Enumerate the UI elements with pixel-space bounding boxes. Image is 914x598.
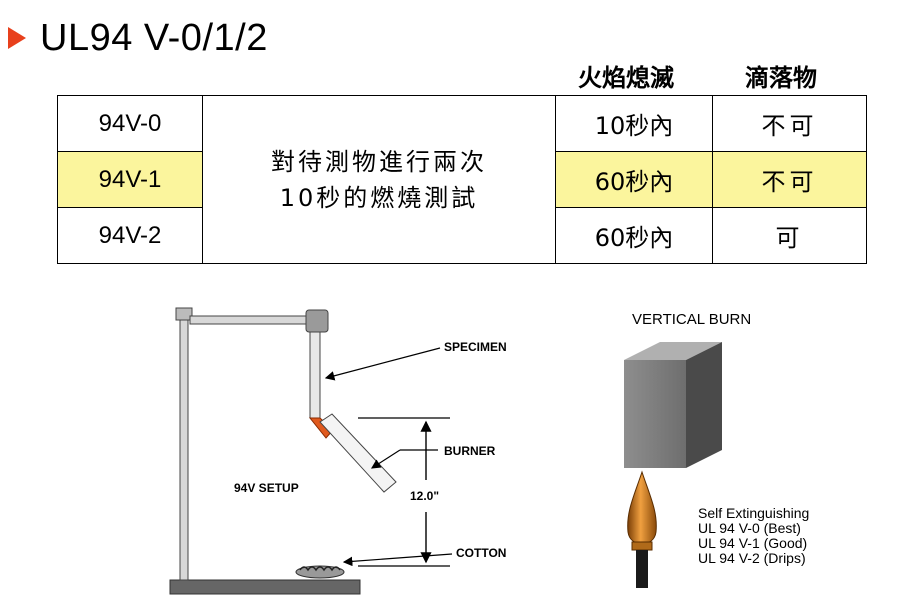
table-row: 94V-0 對待測物進行兩次 10秒的燃燒測試 10秒內 不可 xyxy=(57,95,867,264)
label-burner: BURNER xyxy=(444,444,496,458)
specimen-pointer xyxy=(324,347,441,381)
base-plate xyxy=(169,579,361,595)
specimen-clamp xyxy=(305,309,329,333)
triangle-bullet-icon xyxy=(8,27,26,49)
table-row: 94V-2 60秒內 可 xyxy=(57,207,867,264)
grade-cell: 94V-1 xyxy=(57,151,203,208)
test-desc-line2: 10秒的燃燒測試 xyxy=(279,183,479,212)
burner-tube xyxy=(319,413,397,493)
legend-line: UL 94 V-1 (Good) xyxy=(698,535,807,551)
label-cotton: COTTON xyxy=(456,546,506,560)
flame-out-time-cell: 10秒內 xyxy=(555,95,713,152)
test-description-cell: 對待測物進行兩次 10秒的燃燒測試 xyxy=(202,95,556,264)
slide-title: UL94 V-0/1/2 xyxy=(40,16,268,59)
dripping-cell: 不可 xyxy=(712,151,867,208)
pole-clamp xyxy=(175,307,193,321)
flame-out-time-cell: 60秒內 xyxy=(555,207,713,264)
burn-title: VERTICAL BURN xyxy=(632,311,751,328)
header-dripping: 滴落物 xyxy=(745,64,817,92)
specimen-strip xyxy=(309,331,321,419)
dripping-cell: 不可 xyxy=(712,95,867,152)
burner-pointer xyxy=(370,449,401,469)
stand-pole xyxy=(179,313,189,581)
stand-arm xyxy=(189,315,315,325)
table-row: 94V-1 60秒內 不可 xyxy=(57,151,867,208)
legend-line: UL 94 V-2 (Drips) xyxy=(698,550,806,566)
rating-table: 94V-0 對待測物進行兩次 10秒的燃燒測試 10秒內 不可 94V-1 60… xyxy=(57,95,867,264)
cotton-pad xyxy=(295,565,345,579)
flame-out-time-cell: 60秒內 xyxy=(555,151,713,208)
label-distance: 12.0" xyxy=(410,489,439,503)
label-specimen: SPECIMEN xyxy=(444,340,507,354)
header-flame-out: 火焰熄滅 xyxy=(578,64,674,92)
cotton-pointer xyxy=(342,553,453,567)
legend-line: Self Extinguishing xyxy=(698,505,809,521)
specimen-block xyxy=(624,342,722,468)
burner-flame-icon xyxy=(627,470,657,588)
burn-legend: Self Extinguishing UL 94 V-0 (Best) UL 9… xyxy=(698,505,813,566)
slide-title-row: UL94 V-0/1/2 xyxy=(8,14,268,62)
test-desc-line1: 對待測物進行兩次 xyxy=(271,147,487,176)
grade-cell: 94V-2 xyxy=(57,207,203,264)
dripping-cell: 可 xyxy=(712,207,867,264)
setup-diagram: SPECIMEN BURNER 94V SETUP 12.0" COTTON xyxy=(169,307,507,595)
vertical-burn-diagram: VERTICAL BURN Self Extinguishing UL 94 V… xyxy=(624,311,813,588)
legend-line: UL 94 V-0 (Best) xyxy=(698,520,801,536)
grade-cell: 94V-0 xyxy=(57,95,203,152)
label-setup: 94V SETUP xyxy=(234,481,299,495)
